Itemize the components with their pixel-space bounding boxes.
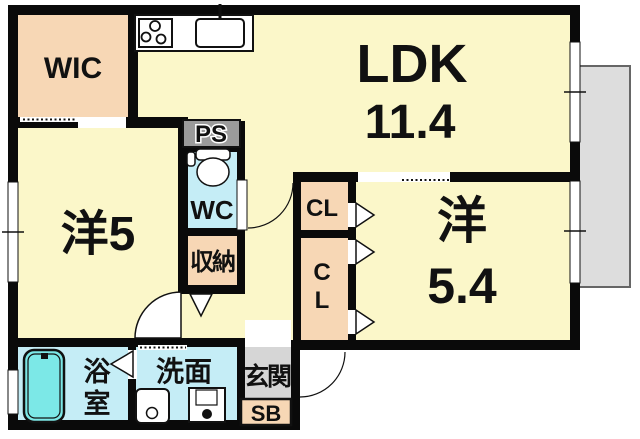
room-entrance (245, 347, 291, 400)
closet-top (301, 182, 349, 232)
closet-bottom (301, 238, 349, 340)
vanity-icon (188, 387, 226, 423)
label-ps: PS (195, 121, 227, 148)
label-closet-top: CL (306, 195, 338, 222)
stove-icon (138, 18, 173, 48)
wic-dash-strip (20, 117, 78, 122)
entrance-door-arc (299, 351, 346, 398)
label-entrance: 玄関 (244, 362, 291, 391)
window-ticks (2, 91, 586, 233)
label-west54: 洋 (437, 193, 487, 249)
room-storage (186, 232, 237, 288)
label-bath-2: 室 (84, 388, 111, 419)
shoebox-box (239, 397, 293, 427)
sink-icon (195, 4, 245, 48)
folding-doors (109, 201, 376, 379)
room-wic (18, 15, 128, 118)
entrance-step (245, 320, 291, 347)
bath-folding-door (109, 349, 134, 379)
balcony (577, 65, 631, 288)
ps-box (182, 119, 241, 148)
label-storage: 収納 (190, 248, 235, 276)
wc-door-leaf (236, 179, 248, 231)
toilet-icon (186, 148, 231, 187)
label-ldk: LDK (357, 34, 468, 94)
window-bath (7, 369, 19, 415)
washing-machine-icon (135, 388, 170, 424)
label-ldk-area: 11.4 (365, 96, 456, 149)
wc-door-arc (247, 182, 294, 229)
label-shoebox: SB (251, 401, 282, 426)
bathtub-icon (22, 348, 66, 424)
storage-folding-door (188, 293, 214, 318)
wic-opening (78, 117, 126, 128)
closet-top-folding-door (355, 201, 376, 229)
closet-bottom-folding-door-1 (355, 238, 376, 266)
label-wc: WC (190, 195, 234, 225)
label-wic: WIC (44, 52, 102, 85)
label-west5: 洋5 (61, 208, 136, 261)
label-washroom: 洗面 (156, 356, 212, 387)
west5-door-swing (134, 291, 182, 339)
label-closet-bottom-c: C (313, 259, 330, 286)
label-west54-area: 5.4 (427, 258, 497, 314)
closet-bottom-folding-door-2 (355, 308, 376, 336)
window-west54 (569, 180, 581, 284)
kitchen-counter (134, 4, 254, 52)
ldk-sliding-opening (358, 172, 450, 182)
label-closet-bottom-l: L (315, 287, 330, 314)
label-bath-1: 浴 (84, 357, 112, 387)
